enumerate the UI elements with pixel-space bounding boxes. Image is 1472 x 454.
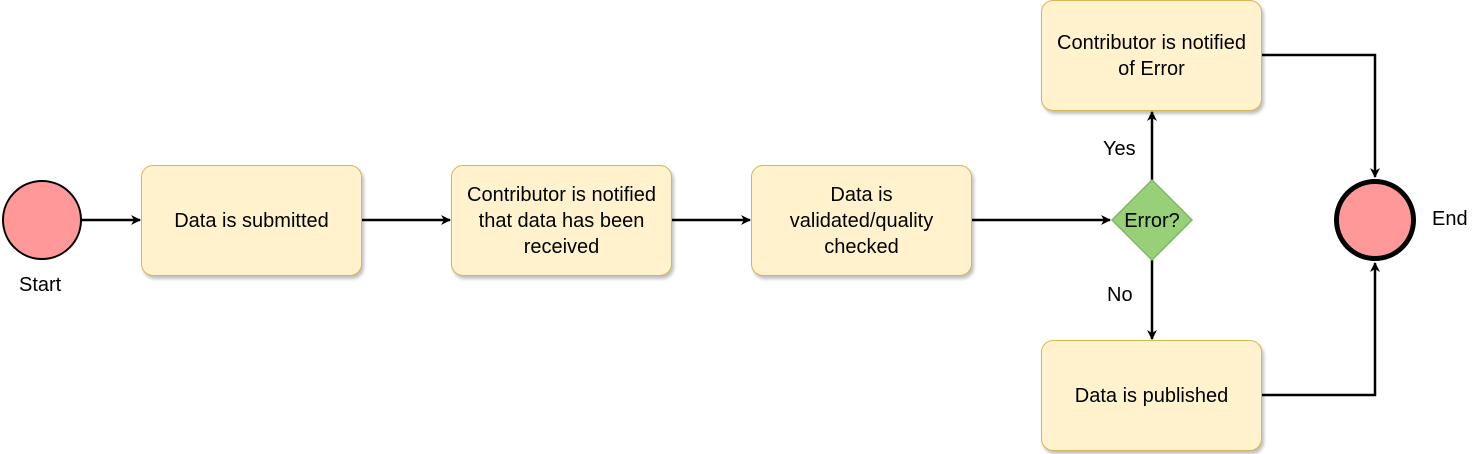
- task-data-validated: Data is validated/quality checked: [751, 165, 972, 276]
- task-contributor-notified-received: Contributor is notified that data has be…: [451, 165, 672, 276]
- edge-error-to-end: [1262, 53, 1380, 178]
- edge-no-label: No: [1107, 284, 1133, 306]
- decision-label: Error?: [1124, 210, 1180, 232]
- task-contributor-notified-error: Contributor is notified of Error: [1041, 0, 1262, 111]
- start-label: Start: [19, 274, 62, 296]
- edge-yes-label: Yes: [1103, 138, 1136, 160]
- task-data-submitted: Data is submitted: [141, 165, 362, 276]
- task-data-published: Data is published: [1041, 340, 1262, 451]
- end-event: [1334, 179, 1416, 261]
- end-label: End: [1432, 208, 1468, 230]
- edge-published-to-end: [1262, 262, 1380, 397]
- start-event: [2, 180, 82, 260]
- decision-diamond: [1110, 178, 1194, 262]
